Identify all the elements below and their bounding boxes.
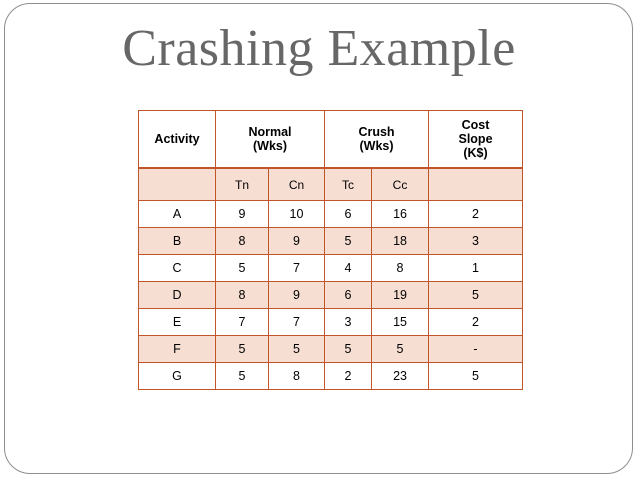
column-header-activity: Activity <box>138 110 216 169</box>
cell-tn: 5 <box>215 335 269 363</box>
cell-tc: 5 <box>324 335 373 363</box>
table-row: F 5 5 5 5 - <box>138 335 524 363</box>
cell-slope: 2 <box>428 308 524 336</box>
cell-cn: 9 <box>267 227 326 255</box>
cell-cc: 19 <box>371 281 430 309</box>
cell-activity: F <box>138 335 216 363</box>
cell-tc: 3 <box>324 308 373 336</box>
column-header-cost-slope: Cost Slope (K$) <box>428 110 524 169</box>
cell-cn: 9 <box>267 281 326 309</box>
subheader-cost-slope-blank <box>428 167 524 201</box>
table-row: A 9 10 6 16 2 <box>138 200 524 228</box>
column-header-normal-line2: (Wks) <box>252 139 288 153</box>
cell-slope: 2 <box>428 200 524 228</box>
table-header-row-sub: Tn Cn Tc Cc <box>138 167 524 201</box>
column-header-crush-line1: Crush <box>358 125 395 139</box>
cell-tn: 5 <box>215 254 269 282</box>
cell-tc: 6 <box>324 200 373 228</box>
cell-activity: G <box>138 362 216 390</box>
column-header-normal: Normal (Wks) <box>214 110 326 169</box>
cell-slope: - <box>428 335 524 363</box>
cell-cc: 23 <box>371 362 430 390</box>
cell-tn: 8 <box>215 227 269 255</box>
cell-activity: C <box>138 254 216 282</box>
table-row: E 7 7 3 15 2 <box>138 308 524 336</box>
subheader-activity-blank <box>138 167 216 201</box>
column-header-cost-slope-line3: (K$) <box>463 146 488 160</box>
table-row: G 5 8 2 23 5 <box>138 362 524 390</box>
cell-slope: 1 <box>428 254 524 282</box>
cell-activity: A <box>138 200 216 228</box>
column-header-crush: Crush (Wks) <box>324 110 430 169</box>
cell-activity: B <box>138 227 216 255</box>
cell-activity: E <box>138 308 216 336</box>
subheader-tc: Tc <box>324 167 373 201</box>
page-title: Crashing Example <box>122 20 516 77</box>
table-row: D 8 9 6 19 5 <box>138 281 524 309</box>
column-header-cost-slope-line2: Slope <box>458 132 493 146</box>
cell-cc: 15 <box>371 308 430 336</box>
column-header-cost-slope-line1: Cost <box>461 118 490 132</box>
cell-activity: D <box>138 281 216 309</box>
table-body: A 9 10 6 16 2 B 8 9 5 18 3 C 5 <box>138 200 524 390</box>
cell-slope: 5 <box>428 281 524 309</box>
subheader-cc: Cc <box>371 167 430 201</box>
table-row: C 5 7 4 8 1 <box>138 254 524 282</box>
subheader-cn: Cn <box>267 167 326 201</box>
cell-tc: 2 <box>324 362 373 390</box>
cell-tc: 4 <box>324 254 373 282</box>
table-row: B 8 9 5 18 3 <box>138 227 524 255</box>
cell-cc: 5 <box>371 335 430 363</box>
crashing-data-table: Activity Normal (Wks) Crush (Wks) Cost S… <box>138 110 524 390</box>
cell-cn: 5 <box>267 335 326 363</box>
crashing-data-table-container: Activity Normal (Wks) Crush (Wks) Cost S… <box>138 110 524 390</box>
cell-tn: 7 <box>215 308 269 336</box>
cell-slope: 5 <box>428 362 524 390</box>
cell-cn: 8 <box>267 362 326 390</box>
column-header-crush-line2: (Wks) <box>359 139 394 153</box>
cell-tc: 6 <box>324 281 373 309</box>
cell-tn: 9 <box>215 200 269 228</box>
cell-tc: 5 <box>324 227 373 255</box>
cell-cn: 10 <box>267 200 326 228</box>
cell-cc: 16 <box>371 200 430 228</box>
cell-cc: 8 <box>371 254 430 282</box>
cell-tn: 5 <box>215 362 269 390</box>
cell-slope: 3 <box>428 227 524 255</box>
cell-cc: 18 <box>371 227 430 255</box>
table-header-row-main: Activity Normal (Wks) Crush (Wks) Cost S… <box>138 110 524 169</box>
cell-cn: 7 <box>267 308 326 336</box>
cell-cn: 7 <box>267 254 326 282</box>
column-header-normal-line1: Normal <box>248 125 292 139</box>
subheader-tn: Tn <box>215 167 269 201</box>
cell-tn: 8 <box>215 281 269 309</box>
